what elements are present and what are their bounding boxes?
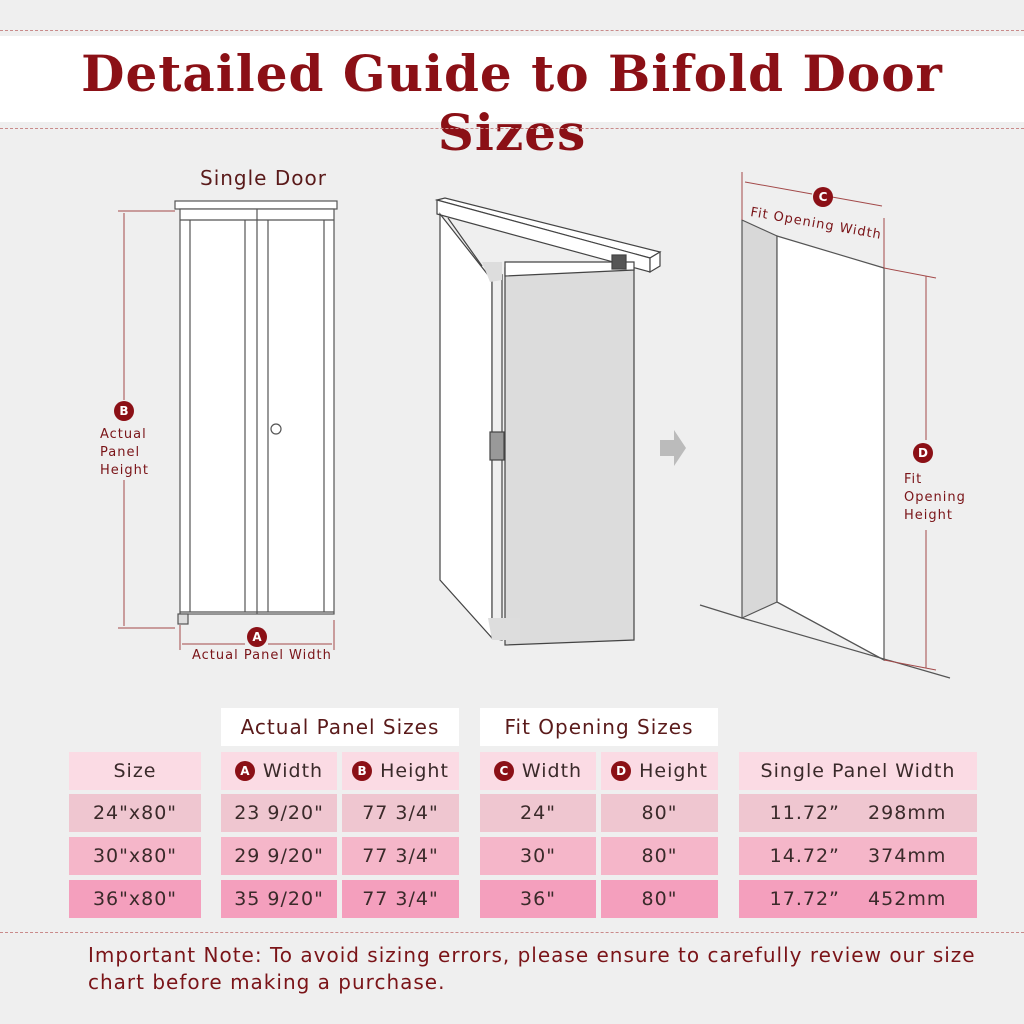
single-door-illustration xyxy=(174,200,338,625)
table-row-1-fit-width: 24" xyxy=(480,794,596,832)
badge-b: B xyxy=(114,401,134,421)
header-panel-width: A Width xyxy=(221,752,337,790)
header-fit-height: D Height xyxy=(601,752,718,790)
table-row-2-panel-width: 29 9/20" xyxy=(221,837,337,875)
table-row-1-panel-width: 23 9/20" xyxy=(221,794,337,832)
label-b-line-2: Panel xyxy=(100,445,141,460)
table-row-2-size: 30"x80" xyxy=(69,837,201,875)
note-dashed-line xyxy=(0,932,1024,933)
badge-d-icon: D xyxy=(611,761,632,781)
top-dashed-line xyxy=(0,30,1024,31)
table-row-3-fit-height: 80" xyxy=(601,880,718,918)
label-d-line-3: Height xyxy=(904,508,953,523)
header-size-text: Size xyxy=(113,760,157,782)
table-row-1-size: 24"x80" xyxy=(69,794,201,832)
table-row-2-fit-height: 80" xyxy=(601,837,718,875)
table-row-2-fit-width: 30" xyxy=(480,837,596,875)
header-panel-height-text: Height xyxy=(380,760,449,782)
important-note: Important Note: To avoid sizing errors, … xyxy=(88,943,976,994)
table-row-1-single-panel-width: 11.72” 298mm xyxy=(739,794,977,832)
group-fit-opening-sizes: Fit Opening Sizes xyxy=(480,708,718,746)
badge-a-icon: A xyxy=(234,761,255,781)
header-panel-height: B Height xyxy=(342,752,459,790)
label-actual-panel-height: Actual Panel Height xyxy=(100,426,149,480)
badge-c-icon: C xyxy=(493,761,514,781)
header-fit-width-text: Width xyxy=(521,760,583,782)
label-fit-opening-height: Fit Opening Height xyxy=(904,471,966,525)
badge-a: A xyxy=(247,627,267,647)
label-d-line-2: Opening xyxy=(904,490,966,505)
badge-b-icon: B xyxy=(352,761,373,781)
table-row-2-panel-height: 77 3/4" xyxy=(342,837,459,875)
table-row-1-panel-height: 77 3/4" xyxy=(342,794,459,832)
arrow-right-icon xyxy=(660,430,686,466)
single-door-label: Single Door xyxy=(200,166,327,190)
page-title: Detailed Guide to Bifold Door Sizes xyxy=(81,44,943,162)
table-row-2-single-panel-width: 14.72” 374mm xyxy=(739,837,977,875)
door-diagram xyxy=(118,172,951,679)
table-row-1-fit-height: 80" xyxy=(601,794,718,832)
folding-door-illustration xyxy=(434,197,662,646)
table-row-3-panel-height: 77 3/4" xyxy=(342,880,459,918)
table-row-3-single-panel-width: 17.72” 452mm xyxy=(739,880,977,918)
header-fit-width: C Width xyxy=(480,752,596,790)
header-single-panel-width: Single Panel Width xyxy=(739,752,977,790)
label-b-line-3: Height xyxy=(100,463,149,478)
header-single-panel-width-text: Single Panel Width xyxy=(760,760,956,782)
group-actual-panel-sizes: Actual Panel Sizes xyxy=(221,708,459,746)
table-row-3-size: 36"x80" xyxy=(69,880,201,918)
header-size: Size xyxy=(69,752,201,790)
label-actual-panel-width: Actual Panel Width xyxy=(192,648,332,663)
header-fit-height-text: Height xyxy=(639,760,708,782)
label-d-line-1: Fit xyxy=(904,472,923,487)
badge-c: C xyxy=(813,187,833,207)
title-band xyxy=(0,36,1024,122)
table-row-3-fit-width: 36" xyxy=(480,880,596,918)
badge-d: D xyxy=(913,443,933,463)
table-row-3-panel-width: 35 9/20" xyxy=(221,880,337,918)
label-b-line-1: Actual xyxy=(100,427,147,442)
header-panel-width-text: Width xyxy=(262,760,324,782)
door-opening-illustration xyxy=(699,219,951,679)
title-dashed-line xyxy=(0,128,1024,129)
